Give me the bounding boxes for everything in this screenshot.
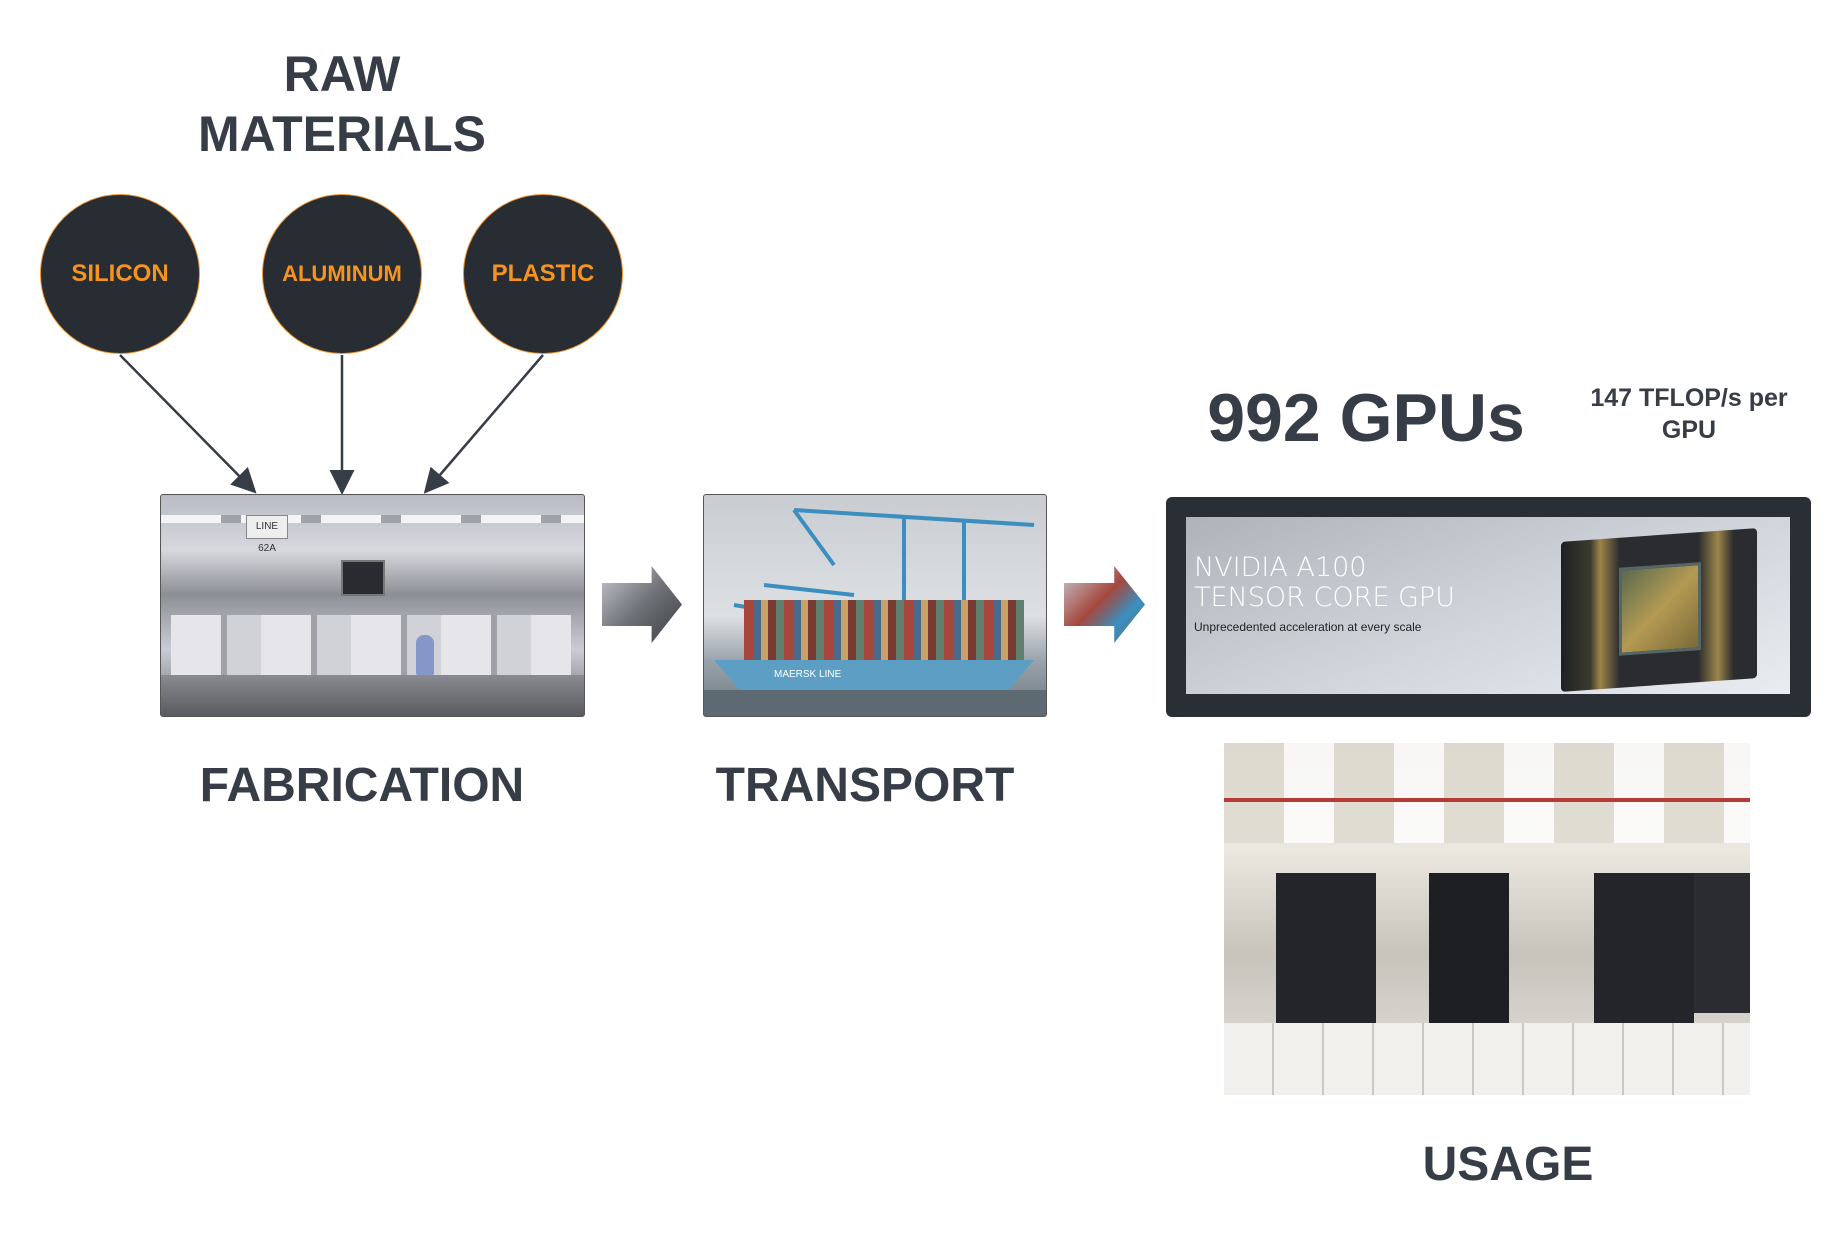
line-sign: LINE 62A xyxy=(246,515,288,554)
transport-label: TRANSPORT xyxy=(715,759,1015,812)
banner-title-line: NVIDIA A100 xyxy=(1194,552,1367,583)
arrow-plastic-to-fabrication xyxy=(423,354,544,494)
raw-materials-title: RAW MATERIALS xyxy=(192,44,492,164)
banner-title-line: TENSOR CORE GPU xyxy=(1194,582,1455,613)
ship-hull-text: MAERSK LINE xyxy=(714,660,1034,690)
material-plastic: PLASTIC xyxy=(463,194,623,354)
material-label: PLASTIC xyxy=(491,260,595,287)
material-aluminum: ALUMINUM xyxy=(262,194,422,354)
material-label: SILICON xyxy=(71,260,169,287)
title-line: MATERIALS xyxy=(198,106,486,162)
gpu-performance: 147 TFLOP/s per GPU xyxy=(1590,384,1788,444)
fabrication-photo: LINE 62A xyxy=(160,494,585,717)
banner-subtitle: Unprecedented acceleration at every scal… xyxy=(1194,620,1422,634)
gpu-count: 992 GPUs xyxy=(1207,380,1525,456)
fabrication-label: FABRICATION xyxy=(199,759,525,812)
gpu-banner-frame: NVIDIA A100 TENSOR CORE GPU Unprecedente… xyxy=(1166,497,1811,717)
title-line: RAW xyxy=(283,46,401,102)
material-label: ALUMINUM xyxy=(282,261,402,286)
usage-label: USAGE xyxy=(1422,1138,1594,1191)
transport-photo: MAERSK LINE xyxy=(703,494,1047,717)
gpu-chip-image xyxy=(1561,528,1757,692)
banner-title: NVIDIA A100 TENSOR CORE GPU xyxy=(1194,553,1455,613)
arrow-silicon-to-fabrication xyxy=(119,354,257,494)
gpu-banner: NVIDIA A100 TENSOR CORE GPU Unprecedente… xyxy=(1186,517,1790,694)
material-silicon: SILICON xyxy=(40,194,200,354)
datacenter-photo xyxy=(1224,743,1750,1095)
